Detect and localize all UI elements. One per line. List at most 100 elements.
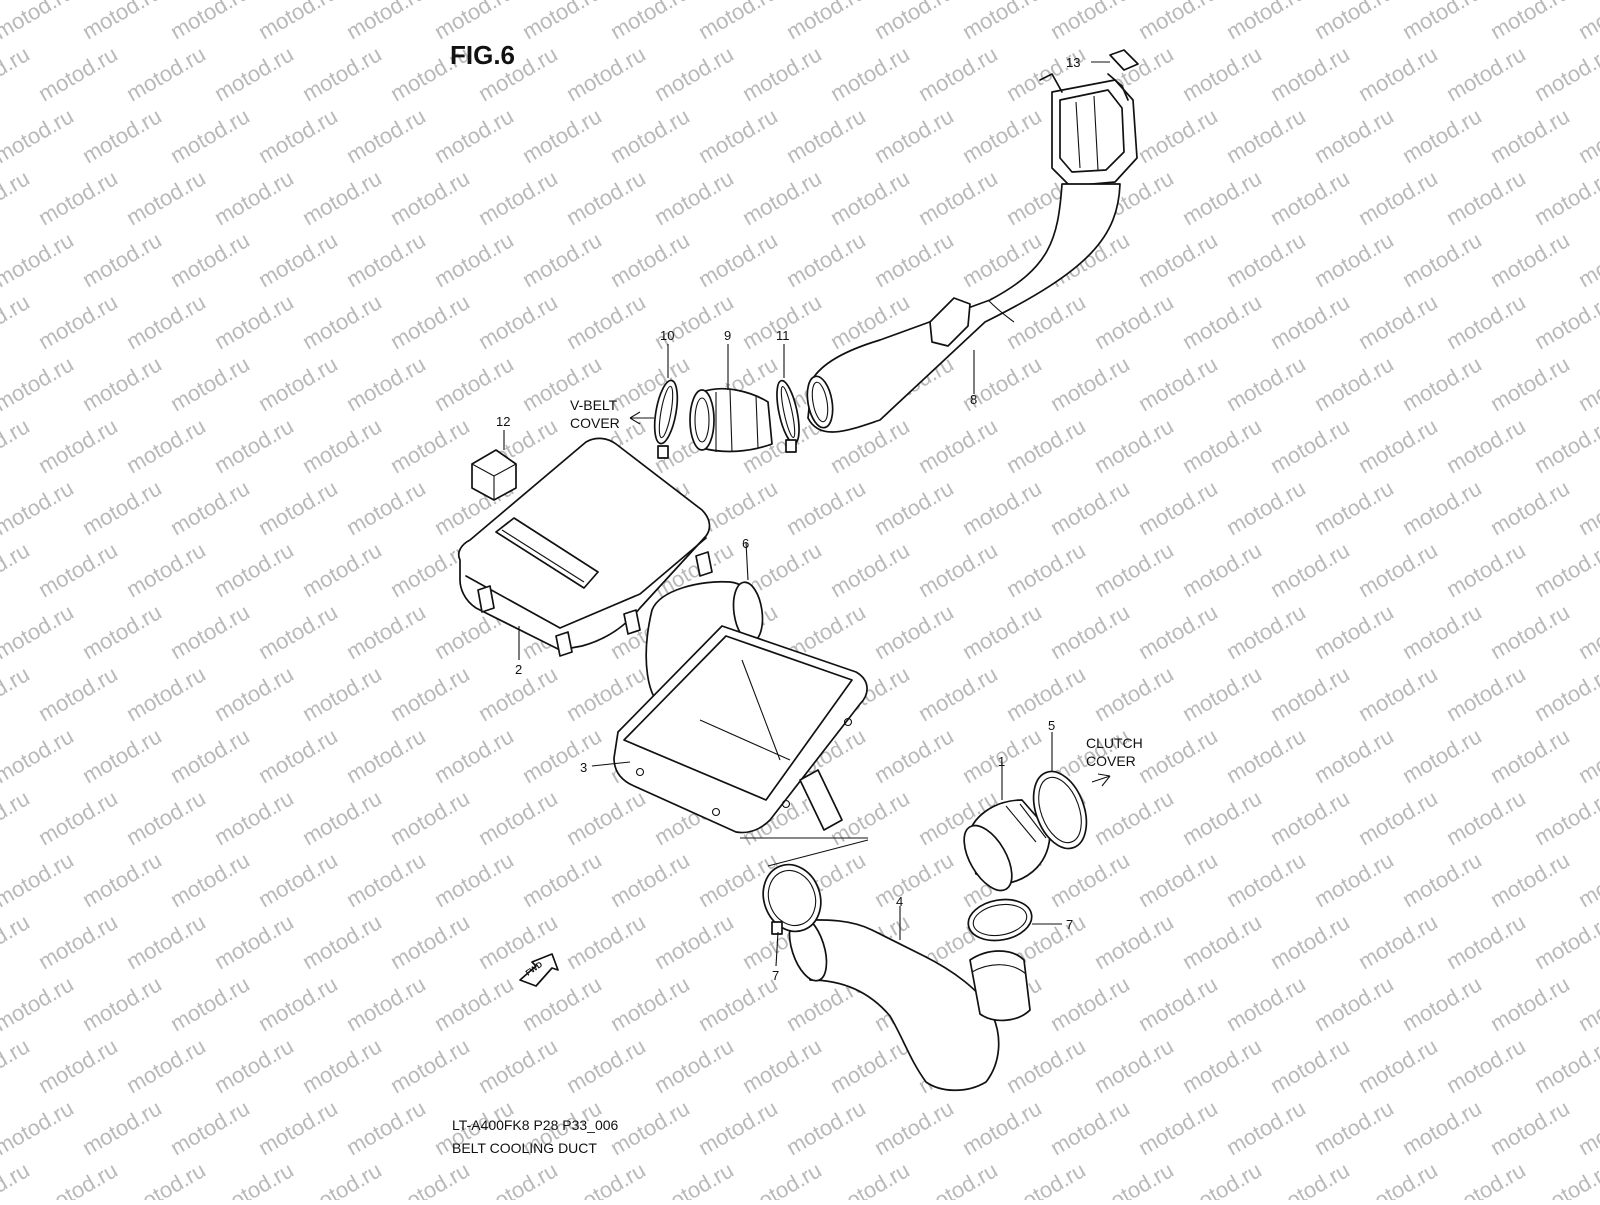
watermark-text: motod.ru <box>254 103 342 168</box>
watermark-text: motod.ru <box>254 971 342 1036</box>
part-1-boot <box>963 799 1051 892</box>
watermark-text: motod.ru <box>870 1095 958 1160</box>
watermark-text: motod.ru <box>1530 537 1600 602</box>
watermark-text: motod.ru <box>34 41 122 106</box>
watermark-text: motod.ru <box>1310 971 1398 1036</box>
watermark-text: motod.ru <box>342 847 430 912</box>
watermark-text: motod.ru <box>1354 1033 1442 1098</box>
watermark-text: motod.ru <box>518 847 606 912</box>
watermark-text: motod.ru <box>606 971 694 1036</box>
callout-7-right: 7 <box>1066 917 1073 932</box>
watermark-text: motod.ru <box>738 1157 826 1200</box>
part-7-clamp-right <box>967 898 1033 942</box>
watermark-text: motod.ru <box>0 413 34 478</box>
watermark-text: motod.ru <box>474 785 562 850</box>
watermark-text: motod.ru <box>122 165 210 230</box>
watermark-text: motod.ru <box>1178 165 1266 230</box>
clutch-note-line2: COVER <box>1086 753 1136 769</box>
watermark-text: motod.ru <box>1134 351 1222 416</box>
watermark-text: motod.ru <box>1442 785 1530 850</box>
watermark-text: motod.ru <box>562 785 650 850</box>
watermark-text: motod.ru <box>606 1095 694 1160</box>
watermark-text: motod.ru <box>1442 909 1530 974</box>
watermark-text: motod.ru <box>562 909 650 974</box>
watermark-text: motod.ru <box>342 351 430 416</box>
watermark-text: motod.ru <box>1134 0 1222 44</box>
watermark-text: motod.ru <box>1222 227 1310 292</box>
watermark-text: motod.ru <box>210 785 298 850</box>
watermark-text: motod.ru <box>1574 0 1600 44</box>
watermark-text: motod.ru <box>1442 413 1530 478</box>
watermark-text: motod.ru <box>430 847 518 912</box>
watermark-text: motod.ru <box>870 847 958 912</box>
watermark-text: motod.ru <box>298 1033 386 1098</box>
watermark-text: motod.ru <box>606 0 694 44</box>
watermark-text: motod.ru <box>122 1157 210 1200</box>
fwd-arrow-icon: FWD <box>519 953 559 987</box>
watermark-text: motod.ru <box>386 413 474 478</box>
watermark-text: motod.ru <box>430 103 518 168</box>
watermark-text: motod.ru <box>78 351 166 416</box>
watermark-text: motod.ru <box>914 1157 1002 1200</box>
watermark-text: motod.ru <box>254 847 342 912</box>
watermark-text: motod.ru <box>34 661 122 726</box>
watermark-text: motod.ru <box>342 723 430 788</box>
watermark-text: motod.ru <box>826 41 914 106</box>
watermark-text: motod.ru <box>0 971 78 1036</box>
watermark-text: motod.ru <box>1574 227 1600 292</box>
watermark-text: motod.ru <box>166 227 254 292</box>
watermark-text: motod.ru <box>650 165 738 230</box>
watermark-text: motod.ru <box>298 909 386 974</box>
watermark-text: motod.ru <box>1002 1157 1090 1200</box>
watermark-text: motod.ru <box>1222 1095 1310 1160</box>
watermark-text: motod.ru <box>1398 351 1486 416</box>
watermark-text: motod.ru <box>166 0 254 44</box>
watermark-text: motod.ru <box>518 227 606 292</box>
watermark-text: motod.ru <box>1310 103 1398 168</box>
watermark-text: motod.ru <box>34 537 122 602</box>
watermark-text: motod.ru <box>0 785 34 850</box>
watermark-text: motod.ru <box>1398 723 1486 788</box>
watermark-text: motod.ru <box>166 475 254 540</box>
watermark-text: motod.ru <box>298 537 386 602</box>
watermark-text: motod.ru <box>386 1157 474 1200</box>
watermark-text: motod.ru <box>1046 847 1134 912</box>
watermark-text: motod.ru <box>562 289 650 354</box>
watermark-text: motod.ru <box>1266 1157 1354 1200</box>
watermark-text: motod.ru <box>166 847 254 912</box>
watermark-text: motod.ru <box>1266 289 1354 354</box>
watermark-text: motod.ru <box>870 723 958 788</box>
watermark-text: motod.ru <box>1354 909 1442 974</box>
watermark-text: motod.ru <box>1354 661 1442 726</box>
watermark-text: motod.ru <box>430 227 518 292</box>
watermark-text: motod.ru <box>1002 413 1090 478</box>
watermark-text: motod.ru <box>1530 413 1600 478</box>
watermark-text: motod.ru <box>1486 847 1574 912</box>
watermark-text: motod.ru <box>1178 909 1266 974</box>
watermark-text: motod.ru <box>1530 1157 1600 1200</box>
watermark-text: motod.ru <box>122 537 210 602</box>
watermark-text: motod.ru <box>694 103 782 168</box>
watermark-text: motod.ru <box>210 1157 298 1200</box>
watermark-text: motod.ru <box>78 847 166 912</box>
watermark-text: motod.ru <box>1398 971 1486 1036</box>
watermark-text: motod.ru <box>914 165 1002 230</box>
watermark-text: motod.ru <box>738 1033 826 1098</box>
watermark-text: motod.ru <box>1530 909 1600 974</box>
watermark-text: motod.ru <box>1002 661 1090 726</box>
watermark-text: motod.ru <box>782 1095 870 1160</box>
watermark-text: motod.ru <box>342 0 430 44</box>
vbelt-note-line2: COVER <box>570 415 620 431</box>
watermark-text: motod.ru <box>1090 289 1178 354</box>
watermark-text: motod.ru <box>1134 599 1222 664</box>
watermark-text: motod.ru <box>1354 785 1442 850</box>
watermark-text: motod.ru <box>1486 103 1574 168</box>
watermark-text: motod.ru <box>122 785 210 850</box>
watermark-text: motod.ru <box>562 1033 650 1098</box>
watermark-text: motod.ru <box>1574 971 1600 1036</box>
watermark-text: motod.ru <box>254 475 342 540</box>
watermark-text: motod.ru <box>0 227 78 292</box>
callout-12: 12 <box>496 414 510 429</box>
connection-line <box>767 839 869 867</box>
